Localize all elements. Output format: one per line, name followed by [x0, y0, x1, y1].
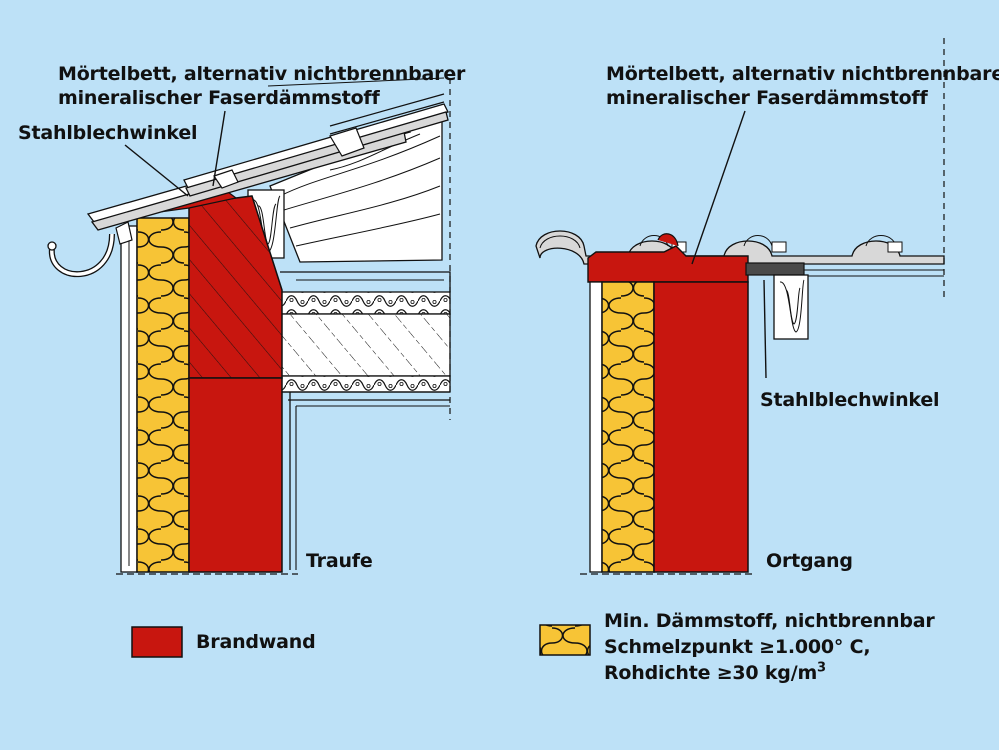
eaves-detail: [47, 77, 451, 575]
legend-insulation-line1: Min. Dämmstoff, nichtbrennbar: [604, 610, 935, 632]
mortar-bed-verge: [587, 245, 749, 283]
upper-floor-board: [280, 271, 451, 292]
angle-label-right: Stahlblechwinkel: [760, 389, 940, 411]
ceiling-insulation-upper: [279, 291, 451, 315]
gutter: [47, 221, 133, 278]
mineral-insulation-verge: [601, 281, 655, 573]
mortar-label-right-line2: mineralischer Faserdämmstoff: [606, 87, 928, 109]
angle-leader-right: [763, 279, 767, 379]
verge-detail: [535, 38, 945, 575]
roof-tiles-eaves: [86, 77, 449, 231]
insulation-swatch: [539, 624, 591, 656]
legend-insulation-line2: Schmelzpunkt ≥1.000° C,: [604, 636, 871, 658]
ceiling-slab-hatch: [280, 314, 450, 376]
steel-angle-verge: [745, 262, 805, 276]
rafter-wood: [269, 115, 443, 263]
mortar-leader-right: [691, 110, 746, 265]
ceiling-insulation-lower: [279, 375, 451, 393]
mortar-label-left-line1: Mörtelbett, alternativ nichtbrennbarer: [58, 63, 466, 85]
mortar-label-right-line1: Mörtelbett, alternativ nichtbrennbarer: [606, 63, 999, 85]
legend-firewall-label: Brandwand: [196, 631, 316, 653]
legend-density-exponent: 3: [817, 660, 826, 676]
legend-insulation-line3: Rohdichte ≥30 kg/m3: [604, 662, 826, 685]
firewall-verge: [653, 281, 749, 573]
mineral-insulation: [136, 217, 190, 573]
caption-verge: Ortgang: [766, 550, 853, 572]
firewall-lower: [188, 377, 283, 573]
mortar-leader-left: [212, 110, 226, 187]
caption-eaves: Traufe: [306, 550, 373, 572]
angle-leader-left: [124, 144, 189, 197]
mortar-label-left-line2: mineralischer Faserdämmstoff: [58, 87, 380, 109]
batten-wood: [773, 274, 809, 340]
render-layer-verge: [589, 281, 603, 573]
firewall-swatch: [131, 626, 183, 658]
angle-label-left: Stahlblechwinkel: [18, 122, 198, 144]
legend-density-text: Rohdichte ≥30 kg/m: [604, 662, 818, 684]
